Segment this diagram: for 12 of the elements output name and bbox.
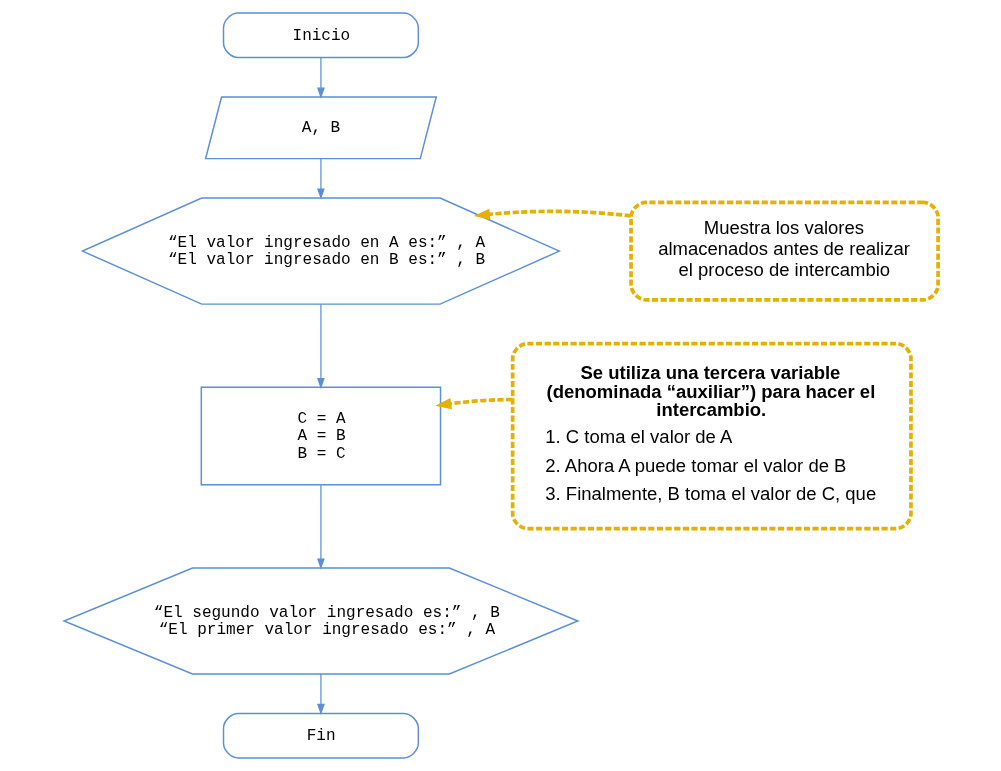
arrow — [316, 303, 325, 390]
arrow — [473, 208, 631, 220]
arrow — [316, 57, 325, 99]
node-box: Fin — [222, 712, 419, 759]
arrow — [316, 484, 325, 570]
arrow — [434, 397, 512, 410]
node-box: Muestra los valores almacenados antes de realizar el proceso de intercambio — [628, 200, 940, 302]
node-box: C = A A = B B = C — [200, 386, 441, 486]
arrow — [316, 158, 325, 200]
node-box: Inicio — [222, 12, 419, 59]
node-box: Se utiliza una tercera variable (denominada “auxiliar”) para hacer el intercambio. 1. C toma el valor de A 2. Ahora A puede tomar el valor de B 3. Finalmente, B toma el valor de C, que — [510, 341, 913, 531]
arrow — [316, 673, 325, 715]
